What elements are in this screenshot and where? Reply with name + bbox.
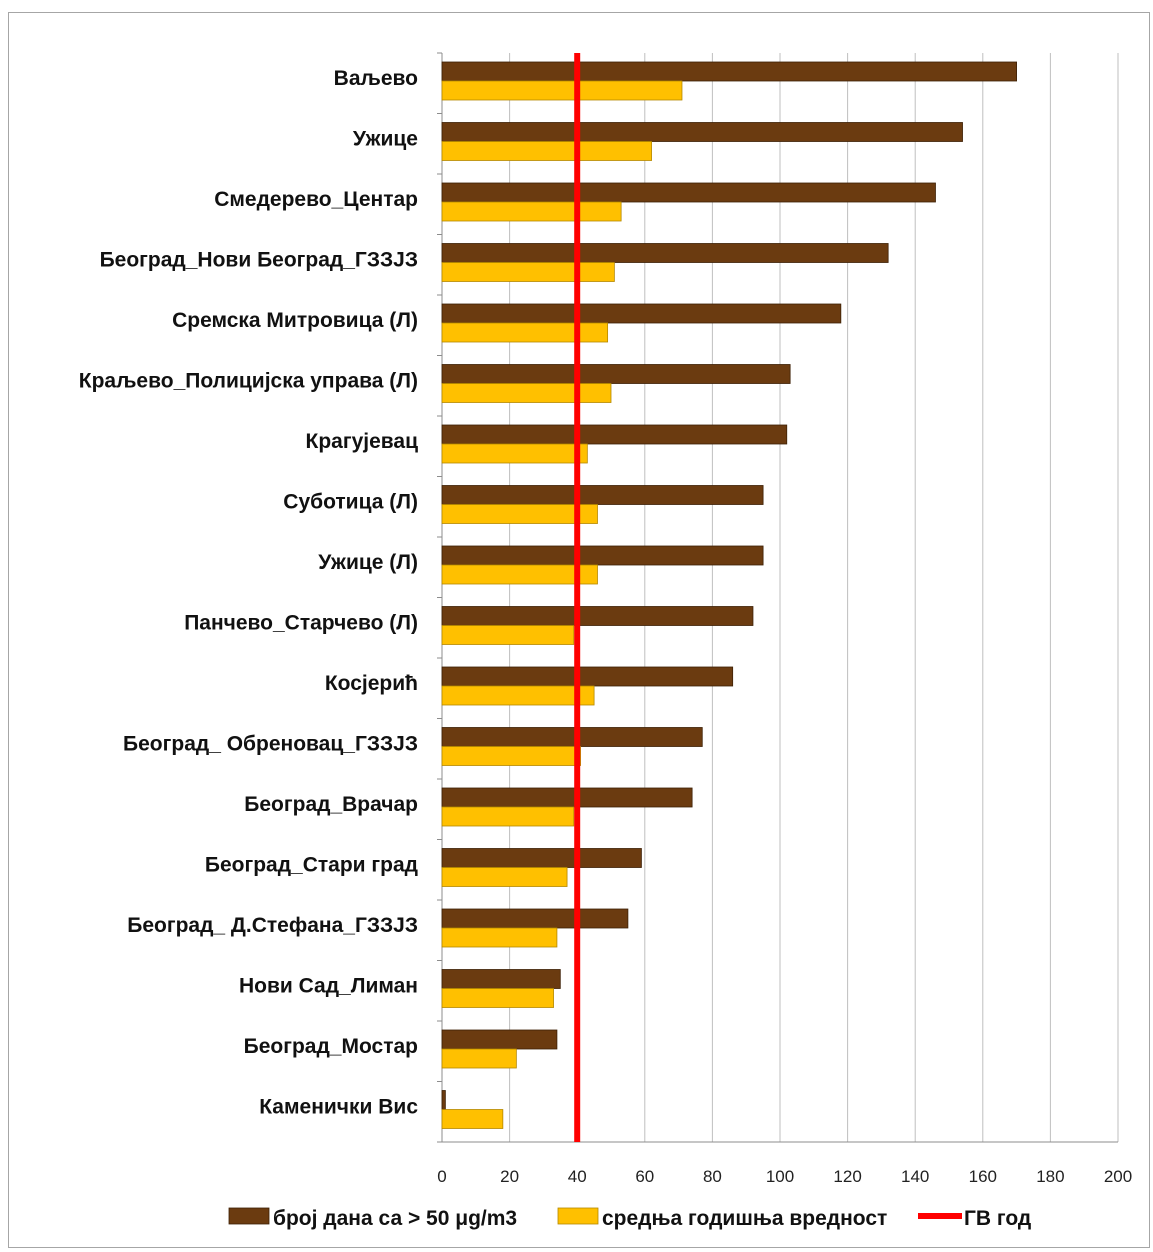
x-tick-label: 100 <box>766 1167 794 1186</box>
x-tick-label: 40 <box>568 1167 587 1186</box>
bar-annual-mean <box>441 1109 504 1129</box>
bar-annual-mean <box>441 685 595 706</box>
bar-annual-mean <box>441 625 575 645</box>
legend-annual-mean-label: средња годишња вредност <box>602 1207 887 1230</box>
bar-days-over-limit <box>441 485 764 505</box>
bar-days-over-limit <box>441 545 764 566</box>
bar-annual-mean <box>441 927 558 948</box>
bar-annual-mean <box>441 141 652 161</box>
bar-days-over-limit <box>441 364 791 384</box>
bar-days-over-limit <box>441 182 936 203</box>
category-label: Крагујевац <box>306 430 419 453</box>
bar-annual-mean <box>441 201 622 222</box>
x-tick-label: 0 <box>437 1167 446 1186</box>
category-label: Ваљево <box>334 67 418 90</box>
bar-annual-mean <box>441 746 581 766</box>
x-tick-label: 180 <box>1036 1167 1064 1186</box>
x-tick-label: 60 <box>635 1167 654 1186</box>
legend-days-over-limit-label: број дана са > 50 μg/m3 <box>273 1207 517 1230</box>
category-label: Нови Сад_Лиман <box>239 975 418 998</box>
bar-annual-mean <box>441 443 588 464</box>
bar-annual-mean <box>441 988 554 1008</box>
category-label: Каменички Вис <box>259 1096 418 1119</box>
bar-annual-mean <box>441 564 598 585</box>
bar-days-over-limit <box>441 848 642 868</box>
category-label: Ужице (Л) <box>318 551 418 574</box>
category-label: Краљево_Полицијска управа (Л) <box>79 370 418 393</box>
bar-annual-mean <box>441 806 575 827</box>
bar-days-over-limit <box>441 243 889 263</box>
category-label: Косјерић <box>325 672 418 695</box>
bar-days-over-limit <box>441 908 629 929</box>
x-tick-label: 160 <box>969 1167 997 1186</box>
category-label: Београд_Мостар <box>244 1035 418 1058</box>
bar-days-over-limit <box>441 122 963 142</box>
x-tick-label: 120 <box>833 1167 861 1186</box>
bar-days-over-limit <box>441 1029 558 1050</box>
bar-annual-mean <box>441 80 683 101</box>
bar-annual-mean <box>441 504 598 524</box>
legend-reference-label: ГВ год <box>964 1207 1031 1230</box>
bar-annual-mean <box>441 322 609 343</box>
category-labels: ВаљевоУжицеСмедерево_ЦентарБеоград_Нови … <box>79 67 419 1119</box>
legend: број дана са > 50 μg/m3 средња годишња вр… <box>228 1207 1031 1230</box>
x-tick-label: 140 <box>901 1167 929 1186</box>
bar-days-over-limit <box>441 666 734 687</box>
bar-days-over-limit <box>441 787 693 808</box>
legend-days-over-limit-swatch <box>228 1207 270 1225</box>
category-label: Суботица (Л) <box>283 491 418 514</box>
bar-annual-mean <box>441 867 568 887</box>
category-label: Београд_ Обреновац_ГЗЗЈЗ <box>123 733 418 756</box>
bar-annual-mean <box>441 262 615 282</box>
category-label: Београд_ Д.Стефана_ГЗЗЈЗ <box>127 914 418 937</box>
x-tick-label: 80 <box>703 1167 722 1186</box>
bar-annual-mean <box>441 383 612 403</box>
bar-days-over-limit <box>441 727 703 747</box>
category-label: Панчево_Старчево (Л) <box>184 612 418 635</box>
bar-days-over-limit <box>441 424 788 445</box>
x-tick-label: 20 <box>500 1167 519 1186</box>
bar-days-over-limit <box>441 969 561 989</box>
category-label: Београд_Нови Београд_ГЗЗЈЗ <box>100 249 418 272</box>
category-label: Сремска Митровица (Л) <box>172 309 418 332</box>
bar-days-over-limit <box>441 61 1017 82</box>
bar-days-over-limit <box>441 606 754 626</box>
bar-annual-mean <box>441 1048 517 1069</box>
x-tick-label: 200 <box>1104 1167 1132 1186</box>
legend-annual-mean-swatch <box>557 1207 599 1225</box>
category-label: Ужице <box>353 128 418 151</box>
bar-days-over-limit <box>441 1090 446 1110</box>
category-label: Смедерево_Центар <box>214 188 418 211</box>
x-axis-ticks: 0 20 40 60 80 100 120 140 160 180 200 <box>437 1167 1132 1186</box>
bar-days-over-limit <box>441 303 842 324</box>
category-label: Београд_Стари град <box>205 854 418 877</box>
category-label: Београд_Врачар <box>244 793 418 816</box>
bars-layer <box>441 61 1017 1129</box>
